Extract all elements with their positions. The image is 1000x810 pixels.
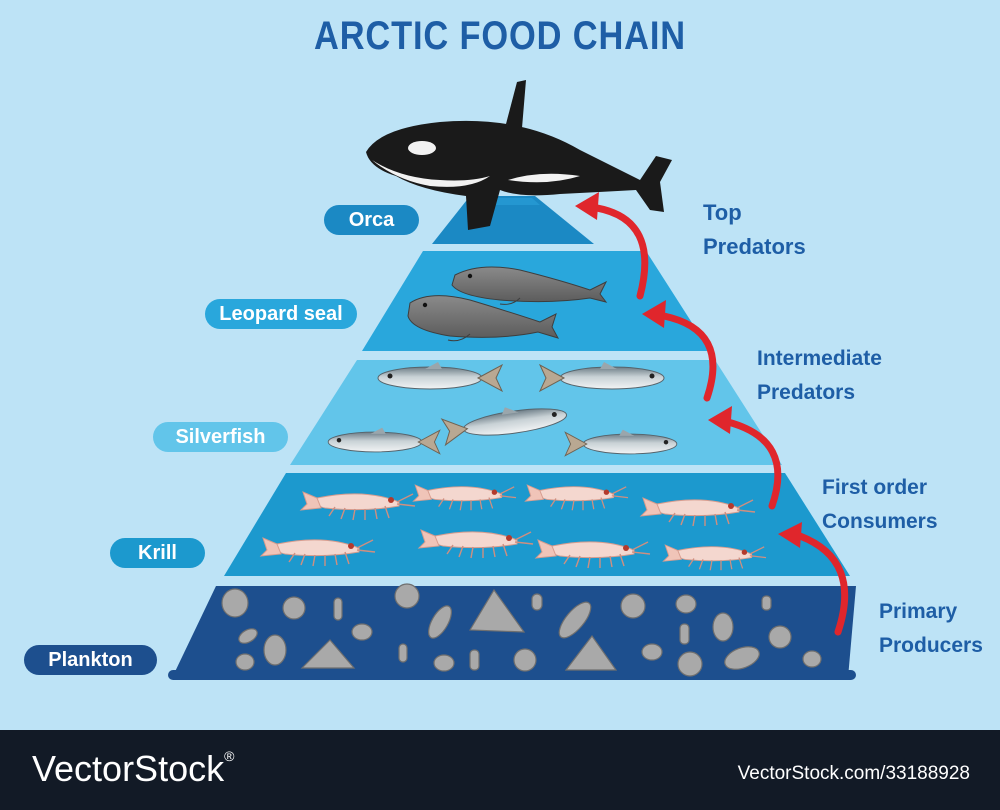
tier-label-silverfish: Silverfish bbox=[153, 422, 288, 452]
tier-label-plankton: Plankton bbox=[24, 645, 157, 675]
level-intermediate-line1: Intermediate bbox=[757, 347, 882, 370]
level-top-line2: Predators bbox=[703, 234, 806, 259]
food-chain-diagram bbox=[168, 80, 856, 680]
level-intermediate-line2: Predators bbox=[757, 381, 856, 404]
trophic-arrows bbox=[575, 192, 849, 636]
leopard-seal-icon bbox=[451, 266, 608, 305]
tier-krill bbox=[224, 473, 850, 576]
level-first-line2: Consumers bbox=[822, 510, 938, 533]
tier-label-leopard-seal: Leopard seal bbox=[205, 299, 357, 329]
image-id: VectorStock.com/33188928 bbox=[737, 763, 970, 784]
diagram-title: ARCTIC FOOD CHAIN bbox=[314, 14, 686, 58]
level-first-order-consumers: First order Consumers bbox=[822, 471, 938, 539]
brand-text: VectorStock bbox=[32, 748, 225, 789]
orca-icon bbox=[366, 80, 672, 230]
plankton-icon bbox=[221, 583, 822, 677]
level-primary-producers: Primary Producers bbox=[879, 595, 983, 663]
vectorstock-logo: VectorStock® bbox=[32, 748, 234, 790]
tier-label-krill: Krill bbox=[110, 538, 205, 568]
registered-mark: ® bbox=[224, 748, 235, 764]
level-intermediate-predators: Intermediate Predators bbox=[757, 342, 882, 410]
level-top-line1: Top bbox=[703, 200, 742, 225]
footer-bar: VectorStock® VectorStock.com/33188928 bbox=[0, 730, 1000, 810]
tier-label-orca: Orca bbox=[324, 205, 419, 235]
leopard-seal-icon bbox=[407, 295, 560, 342]
level-top-predators: Top Predators bbox=[703, 196, 806, 264]
level-primary-line1: Primary bbox=[879, 600, 958, 623]
level-first-line1: First order bbox=[822, 476, 928, 499]
level-primary-line2: Producers bbox=[879, 634, 983, 657]
